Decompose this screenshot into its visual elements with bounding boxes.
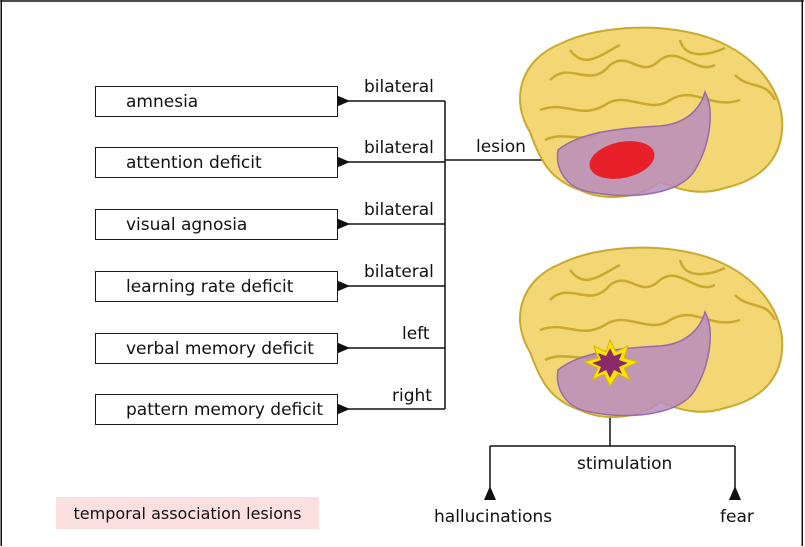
legend-label: temporal association lesions <box>56 497 319 529</box>
outcome-hallucinations: hallucinations <box>434 507 552 527</box>
deficit-pattern-memory: pattern memory deficit <box>95 394 338 425</box>
stimulation-label: stimulation <box>577 454 672 474</box>
brain-lesion-illustration <box>510 20 790 210</box>
brain-stimulation-illustration <box>510 240 790 430</box>
outcome-fear: fear <box>720 507 754 527</box>
lesion-label: lesion <box>476 137 526 157</box>
side-label-verbal: left <box>402 324 430 344</box>
side-label-attention: bilateral <box>364 138 434 158</box>
side-label-amnesia: bilateral <box>364 77 434 97</box>
side-label-visual: bilateral <box>364 200 434 220</box>
side-label-pattern: right <box>392 386 432 406</box>
deficit-visual-agnosia: visual agnosia <box>95 209 338 240</box>
deficit-verbal-memory: verbal memory deficit <box>95 333 338 364</box>
deficit-amnesia: amnesia <box>95 86 338 117</box>
deficit-attention: attention deficit <box>95 147 338 178</box>
deficit-learning-rate: learning rate deficit <box>95 271 338 302</box>
side-label-learning: bilateral <box>364 262 434 282</box>
